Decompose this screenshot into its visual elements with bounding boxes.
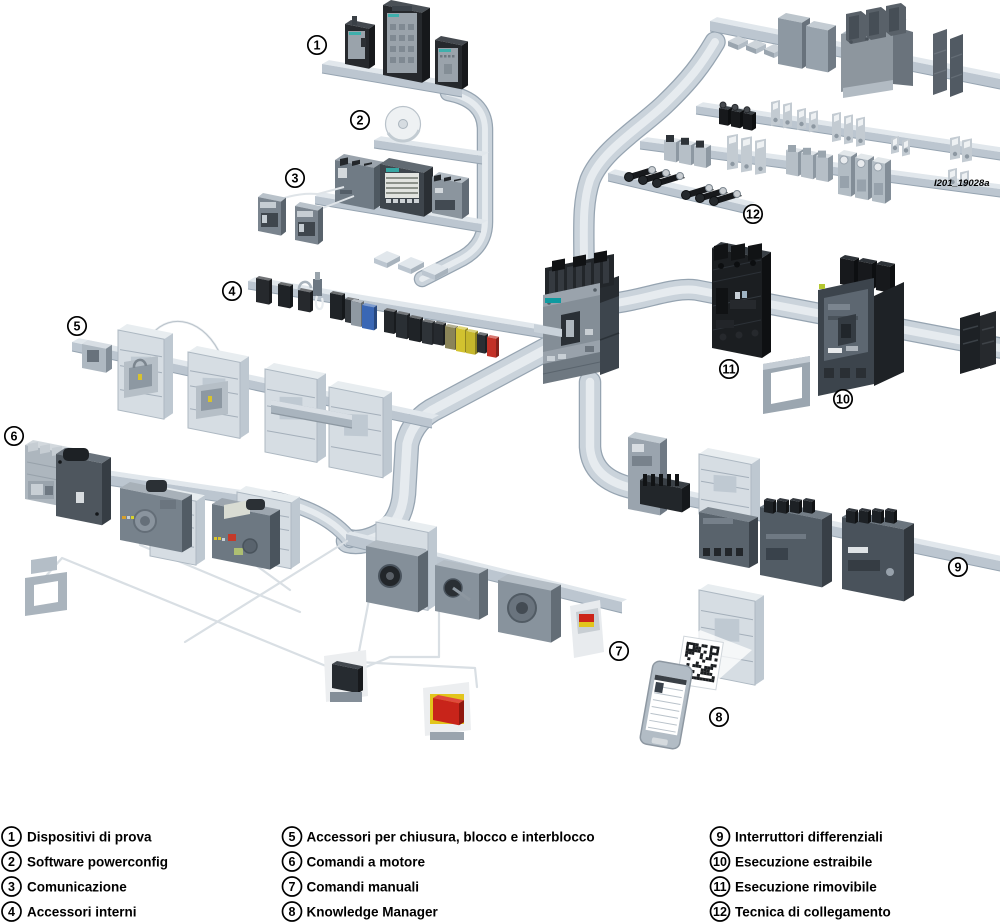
svg-text:8: 8 (289, 905, 296, 919)
svg-text:11: 11 (722, 362, 735, 376)
svg-text:Software powerconfig: Software powerconfig (27, 854, 168, 869)
svg-text:Esecuzione estraibile: Esecuzione estraibile (735, 854, 873, 869)
svg-text:Accessori per chiusura, blocco: Accessori per chiusura, blocco e interbl… (307, 829, 595, 844)
svg-text:3: 3 (8, 880, 15, 894)
svg-text:5: 5 (74, 319, 81, 333)
svg-text:11: 11 (713, 880, 726, 894)
svg-text:9: 9 (717, 830, 724, 844)
svg-text:Dispositivi di prova: Dispositivi di prova (27, 829, 152, 844)
svg-text:10: 10 (713, 855, 727, 869)
svg-text:6: 6 (11, 429, 18, 443)
svg-text:Comunicazione: Comunicazione (27, 879, 127, 894)
svg-text:1: 1 (314, 38, 321, 52)
svg-text:2: 2 (8, 855, 15, 869)
svg-text:7: 7 (289, 880, 296, 894)
svg-text:Interruttori differenziali: Interruttori differenziali (735, 829, 883, 844)
svg-text:I201_19028a: I201_19028a (934, 178, 989, 189)
svg-text:Esecuzione rimovibile: Esecuzione rimovibile (735, 879, 877, 894)
svg-text:6: 6 (289, 855, 296, 869)
svg-text:Accessori interni: Accessori interni (27, 904, 137, 919)
svg-text:10: 10 (836, 392, 850, 406)
svg-text:2: 2 (357, 113, 364, 127)
svg-text:1: 1 (8, 830, 15, 844)
svg-text:Tecnica di collegamento: Tecnica di collegamento (735, 904, 891, 919)
svg-text:4: 4 (8, 905, 15, 919)
svg-text:Comandi a motore: Comandi a motore (307, 854, 426, 869)
svg-text:12: 12 (746, 207, 760, 221)
svg-text:9: 9 (955, 560, 962, 574)
svg-text:7: 7 (616, 644, 623, 658)
svg-text:8: 8 (716, 710, 723, 724)
svg-text:3: 3 (292, 171, 299, 185)
svg-text:5: 5 (289, 830, 296, 844)
svg-text:Comandi manuali: Comandi manuali (307, 879, 420, 894)
svg-text:Knowledge Manager: Knowledge Manager (307, 904, 439, 919)
svg-text:4: 4 (229, 284, 236, 298)
svg-text:12: 12 (713, 905, 727, 919)
